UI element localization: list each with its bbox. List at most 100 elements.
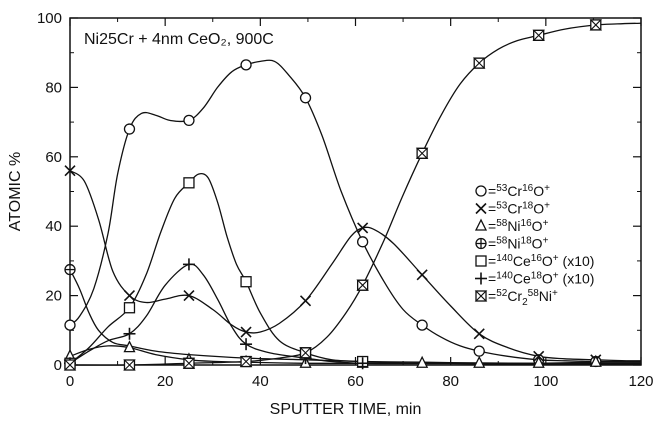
data-point-x [64,165,76,177]
x-axis-label: SPUTTER TIME, min [270,401,422,418]
legend-entry-plus: =140​Ce18​O+​ (x10) [475,271,594,287]
legend-label-part: 18 [521,236,533,247]
data-point-x [473,328,485,340]
legend-label-part: 58 [528,288,540,299]
legend-label-part: O [533,201,544,217]
legend-label-part: + [553,253,559,264]
hourglass-marker-cross [239,355,253,368]
square-marker-shape [123,302,136,314]
legend-label-part: 140 [496,271,513,282]
hourglass-marker-cross [532,29,546,41]
data-point-hourglass [182,357,196,369]
x-tick-label: 20 [157,373,174,390]
hourglass-marker-cross [474,290,488,302]
triangle-marker-shape [473,355,486,368]
series-line-circleplus [69,269,641,364]
data-point-x [183,290,195,302]
x-tick-label: 60 [347,373,364,390]
legend-label-part: Ni [539,288,552,304]
legend-label-part: = [488,253,496,269]
circle-marker-shape [416,319,428,331]
legend-label-part: + [543,218,549,229]
series-line-square [69,172,642,365]
data-point-circle [64,319,76,331]
data-point-hourglass [589,19,603,31]
y-tick-label: 100 [37,10,62,27]
legend-label-part: + [543,236,549,247]
legend-symbol [475,255,487,267]
x-marker-stroke [183,290,195,302]
data-point-plus [182,258,195,271]
legend-label: =53​Cr16​O+​ [488,183,550,199]
data-point-x [123,290,136,302]
x-tick-label: 120 [628,373,653,390]
legend-entry-x: =53​Cr18​O+​ [475,201,550,217]
legend-label-part: (x10) [559,253,595,269]
legend-symbol [474,290,488,302]
legend-symbol [474,218,488,231]
triangle-marker-shape [589,354,602,367]
x-tick-label: 80 [442,373,459,390]
x-marker-stroke [123,290,136,302]
x-marker-stroke [475,202,487,215]
data-point-plus [240,338,253,351]
data-point-hourglass [239,355,253,368]
legend-label: =58​Ni16​O+​ [488,218,549,234]
square-marker-shape [240,276,252,288]
legend-label-part: 53 [496,201,508,212]
data-point-hourglass [415,147,429,159]
circle-marker-shape [183,114,195,127]
data-point-circle [416,319,428,331]
data-point-plus [123,327,136,340]
legend-label-part: 18 [522,201,534,212]
legend-label-part: Ni [507,218,520,234]
hourglass-marker-cross [63,359,77,371]
triangle-marker-shape [474,218,488,231]
hourglass-marker-cross [299,347,312,359]
y-tick-label: 0 [54,357,62,374]
x-marker-stroke [416,269,428,281]
legend-label-part: O [542,271,553,287]
legend-label-part: = [488,288,496,304]
data-point-square [123,302,136,314]
series-curves [69,22,642,366]
data-point-circle [183,114,195,127]
x-marker-stroke [240,326,252,338]
legend-label-part: = [488,218,496,234]
triangle-marker-shape [416,355,429,368]
legend-label-part: 18 [531,271,543,282]
legend-label-part: + [552,288,558,299]
hourglass-marker-cross [182,357,196,369]
legend-label-part: + [544,201,550,212]
legend-label-part: = [488,236,496,252]
x-tick-label: 0 [66,373,74,390]
data-point-x [357,222,369,234]
x-tick-label: 40 [252,373,269,390]
legend-label-part: 16 [522,183,534,194]
data-point-square [183,177,195,189]
legend-entry-circle: =53​Cr16​O+​ [475,183,550,199]
legend-label-part: O [532,236,543,252]
legend-label-part: Cr [507,288,522,304]
data-point-hourglass [123,359,136,371]
legend-label: =58​Ni18​O+​ [488,236,549,252]
y-tick-label: 80 [45,79,62,96]
data-point-hourglass [299,347,312,359]
x-marker-stroke [473,328,485,340]
legend-symbol [475,202,487,215]
legend-label-part: O [533,183,544,199]
x-tick-label: 100 [533,373,558,390]
data-point-triangle [532,355,545,368]
legend-label-part: 58 [496,218,508,229]
legend-label-part: 16 [521,218,533,229]
circle-marker-shape [473,345,485,357]
hourglass-marker-cross [123,359,136,371]
plot-frame [69,17,642,366]
data-point-square [240,276,252,288]
data-point-circle [356,236,369,248]
series-markers [63,19,603,371]
legend-label-part: (x10) [559,271,595,287]
legend-entry-circleplus: =58​Ni18​O+​ [475,236,549,252]
legend-label-part: + [544,183,550,194]
